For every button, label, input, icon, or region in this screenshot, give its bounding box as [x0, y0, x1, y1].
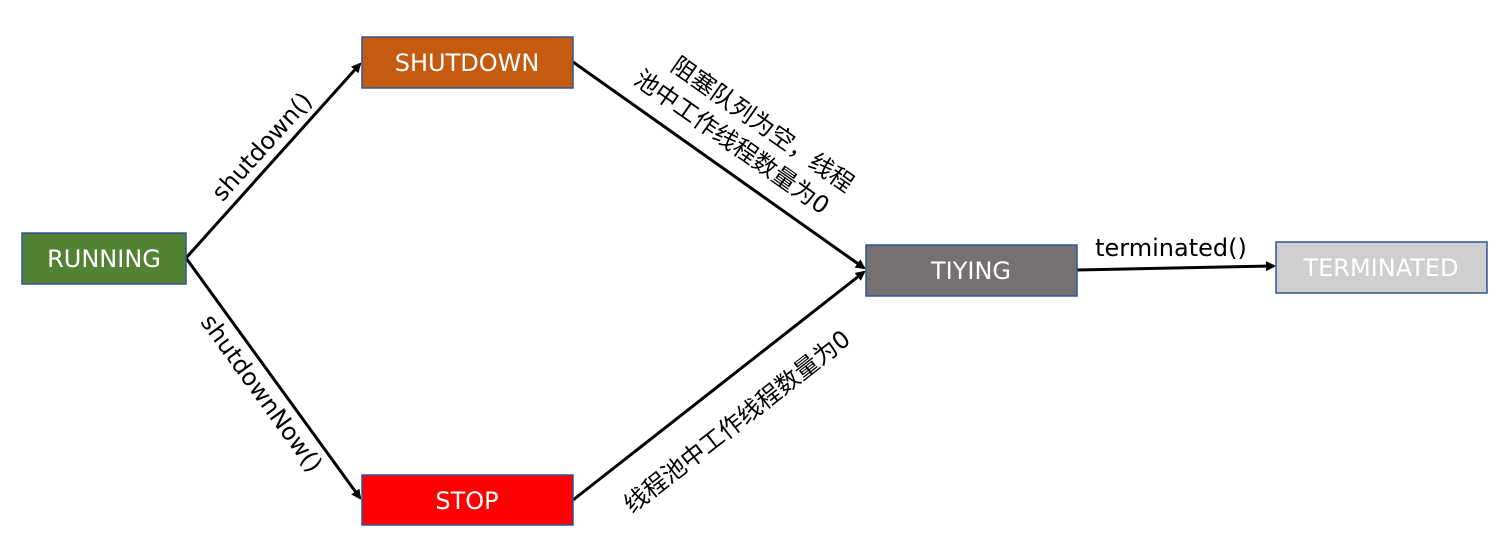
label-terminated-call: terminated()	[1095, 234, 1247, 262]
state-running-label: RUNNING	[47, 245, 161, 273]
label-shutdown-to-tidying: 阻塞队列为空，线程 池中工作线程数量为0	[629, 51, 859, 220]
arrow-shutdown-tidying	[572, 60, 866, 270]
arrow-stop-tidying	[572, 270, 866, 502]
state-tidying-label: TIYING	[930, 257, 1011, 285]
state-tidying: TIYING	[865, 244, 1078, 297]
arrow-tidying-terminated	[1076, 261, 1276, 272]
arrow-running-shutdown	[184, 62, 362, 260]
label-shutdown-call: shutdown()	[206, 87, 318, 207]
state-shutdown: SHUTDOWN	[361, 36, 574, 89]
label-shutdownnow-call: shutdownNow()	[195, 309, 328, 478]
arrow-running-stop	[184, 257, 362, 500]
state-running: RUNNING	[21, 232, 187, 285]
label-stop-to-tidying: 线程池中工作线程数量为0	[618, 325, 855, 519]
state-stop: STOP	[361, 474, 574, 526]
state-terminated: TERMINATED	[1275, 241, 1488, 294]
state-terminated-label: TERMINATED	[1302, 254, 1458, 282]
state-stop-label: STOP	[435, 487, 498, 515]
state-shutdown-label: SHUTDOWN	[395, 49, 540, 77]
